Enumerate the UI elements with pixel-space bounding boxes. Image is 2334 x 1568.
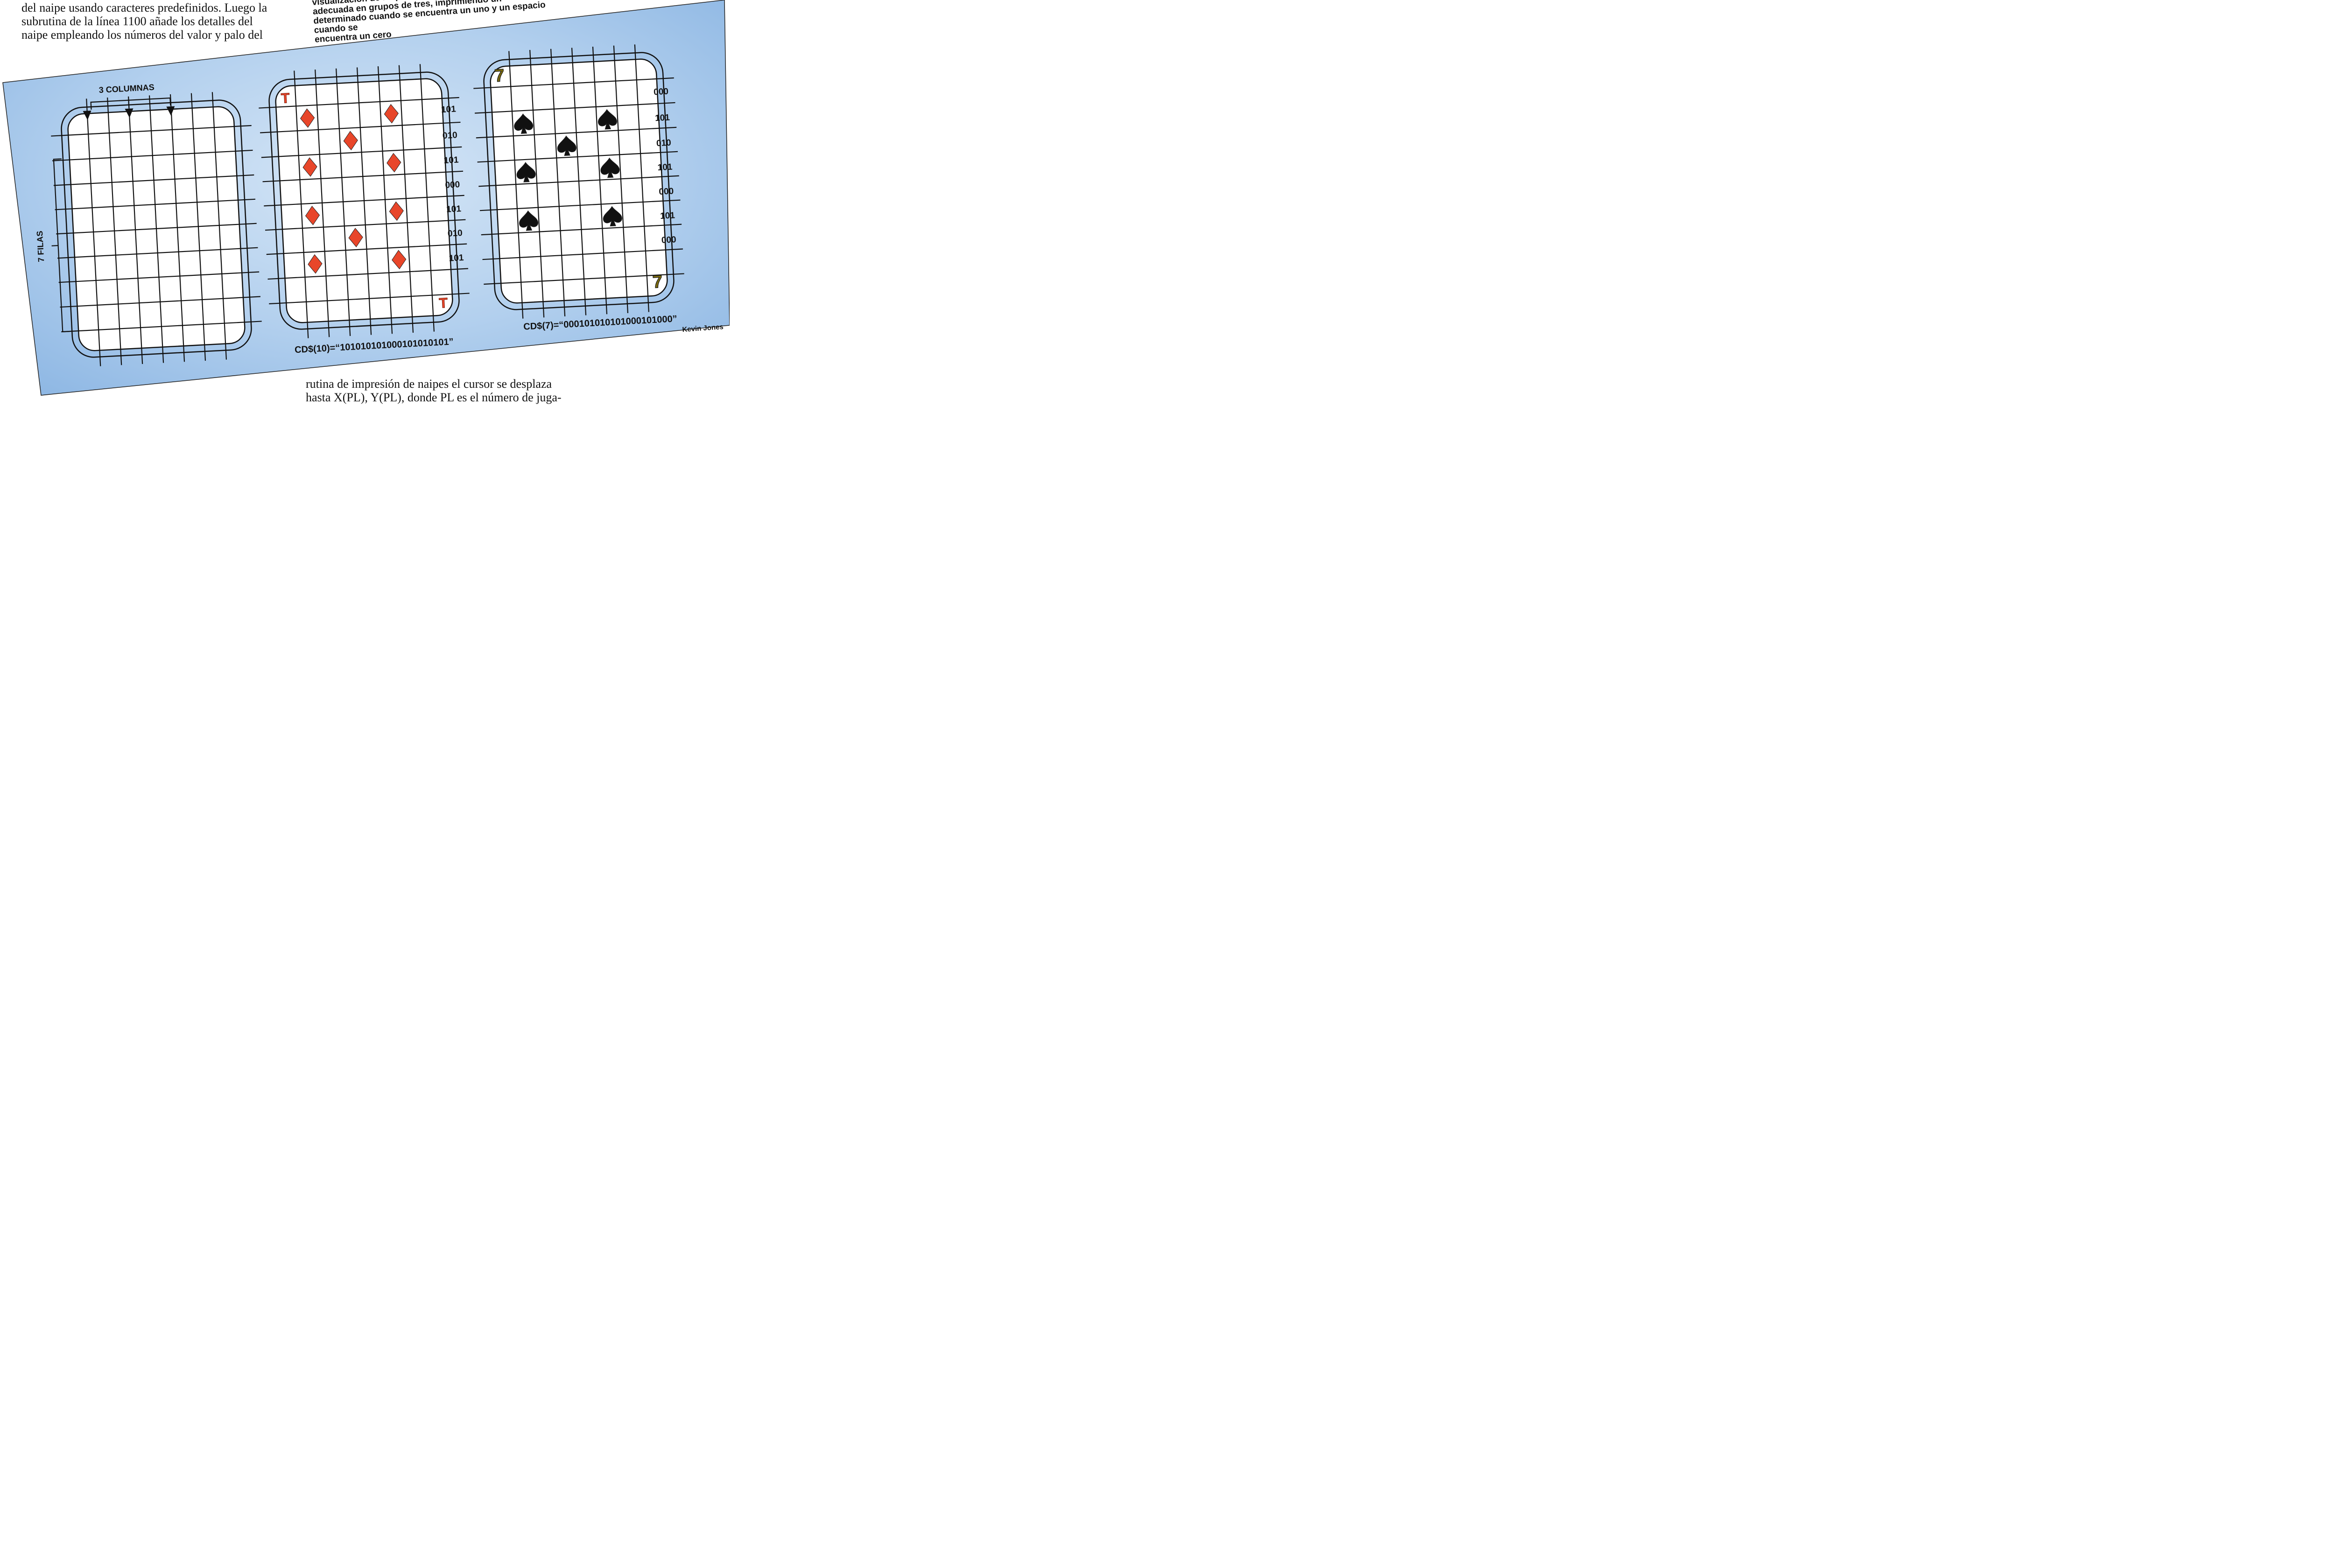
row-code: 101: [449, 253, 464, 264]
row-code: 010: [447, 228, 463, 239]
row-code: 000: [661, 235, 676, 245]
corner-rank: T: [281, 91, 290, 106]
row-code: 101: [660, 210, 675, 221]
row-code: 101: [655, 113, 670, 124]
corner-rank: T: [439, 295, 448, 311]
rows-label: 7 FILAS: [35, 231, 46, 262]
row-code: 010: [442, 130, 457, 141]
row-code: 010: [656, 138, 671, 149]
ten-of-diamonds-card: T T 101 010 101 000 101 010 101 CD$(10)=…: [257, 62, 472, 357]
text-line: hasta X(PL), Y(PL), donde PL es el númer…: [306, 391, 572, 404]
row-code: 101: [443, 155, 459, 166]
seven-of-spades-card: 7 7 000 101 010 101 000 101 000 CD$(7)=“…: [471, 42, 687, 334]
text-line: rutina de impresión de naipes el cursor …: [306, 377, 572, 391]
row-code: 101: [446, 204, 462, 215]
body-text-right: rutina de impresión de naipes el cursor …: [306, 377, 572, 404]
corner-rank: 7: [494, 66, 505, 86]
row-code: 000: [445, 180, 460, 190]
corner-rank: 7: [652, 272, 663, 292]
row-code: 101: [657, 162, 673, 173]
row-code: 000: [659, 186, 674, 197]
row-code: 000: [654, 87, 669, 98]
row-code: 101: [441, 104, 457, 115]
card-grid-figure: 3 COLUMNAS 7 FILAS T T 10: [0, 0, 730, 396]
